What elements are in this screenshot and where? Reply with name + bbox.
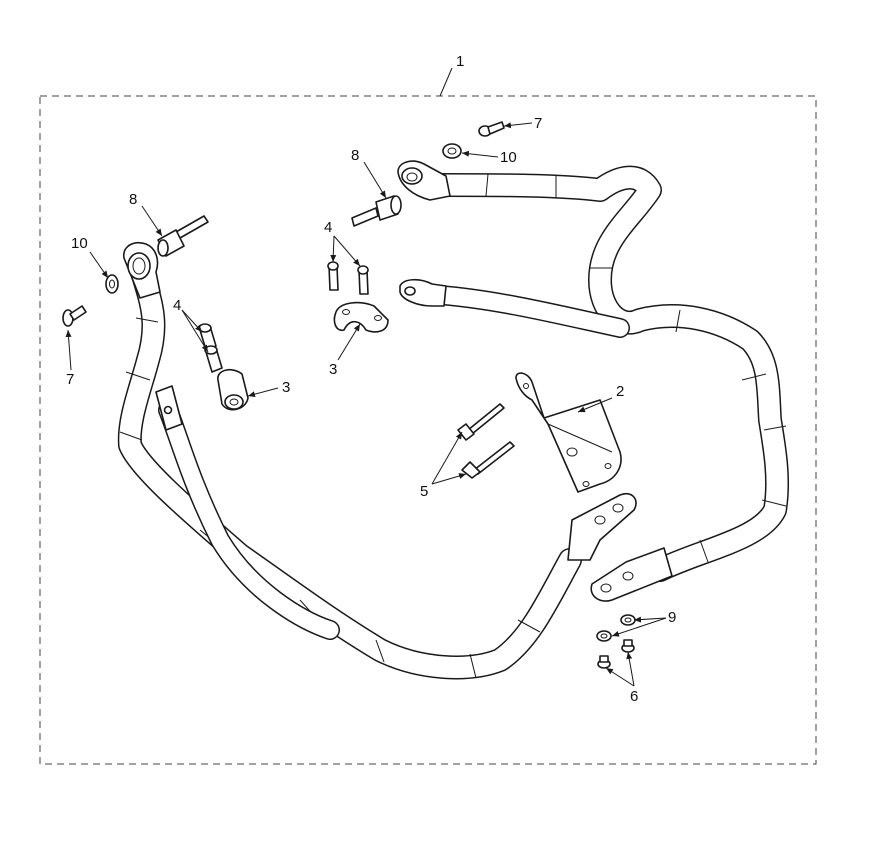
left-tube-eye-mount	[123, 242, 161, 299]
right-mounting-plate	[590, 547, 673, 602]
screw-item-4-b	[204, 345, 223, 373]
washer-item-10-left	[105, 274, 119, 294]
callout-1: 1	[456, 53, 464, 70]
callout-2: 2	[616, 383, 624, 400]
callout-10-right: 10	[500, 149, 517, 166]
callout-10-left: 10	[71, 235, 88, 252]
washer-item-9-a	[596, 630, 612, 642]
bracket-item-2	[515, 372, 622, 493]
crash-bar-main-tube	[117, 253, 582, 680]
leader-lines	[65, 67, 667, 687]
callout-5: 5	[420, 483, 428, 500]
callout-7-right: 7	[534, 115, 542, 132]
clamp-item-3-left	[217, 368, 249, 411]
callout-8-right: 8	[351, 147, 359, 164]
nut-item-6-a	[597, 655, 611, 669]
callout-9: 9	[668, 609, 676, 626]
callout-7-left: 7	[66, 371, 74, 388]
screw-item-4-a	[198, 323, 217, 351]
callout-3-right: 3	[329, 361, 337, 378]
crash-bar-right-tube	[399, 165, 790, 582]
callout-3-left: 3	[282, 379, 290, 396]
callout-4-left: 4	[173, 297, 181, 314]
washer-item-9-b	[620, 614, 636, 626]
callout-4-right: 4	[324, 219, 332, 236]
screw-item-7-left	[62, 305, 87, 327]
bolt-item-5-lower	[461, 441, 515, 479]
screw-item-4-d	[357, 265, 369, 295]
kit-boundary	[39, 95, 817, 765]
right-tube-eye-mount	[397, 160, 451, 201]
left-mounting-plate	[567, 492, 637, 561]
screw-item-7-right	[478, 121, 505, 137]
clamp-item-3-right	[333, 301, 389, 333]
bolt-item-8-left	[157, 215, 209, 257]
washer-item-10-right	[442, 143, 462, 159]
crash-bar-inner-tube	[155, 385, 340, 640]
nut-item-6-b	[621, 639, 635, 653]
bolt-item-8-right	[351, 195, 402, 227]
bolt-item-5-upper	[457, 403, 505, 441]
screw-item-4-c	[327, 261, 339, 291]
callout-8-left: 8	[129, 191, 137, 208]
callout-6: 6	[630, 688, 638, 705]
